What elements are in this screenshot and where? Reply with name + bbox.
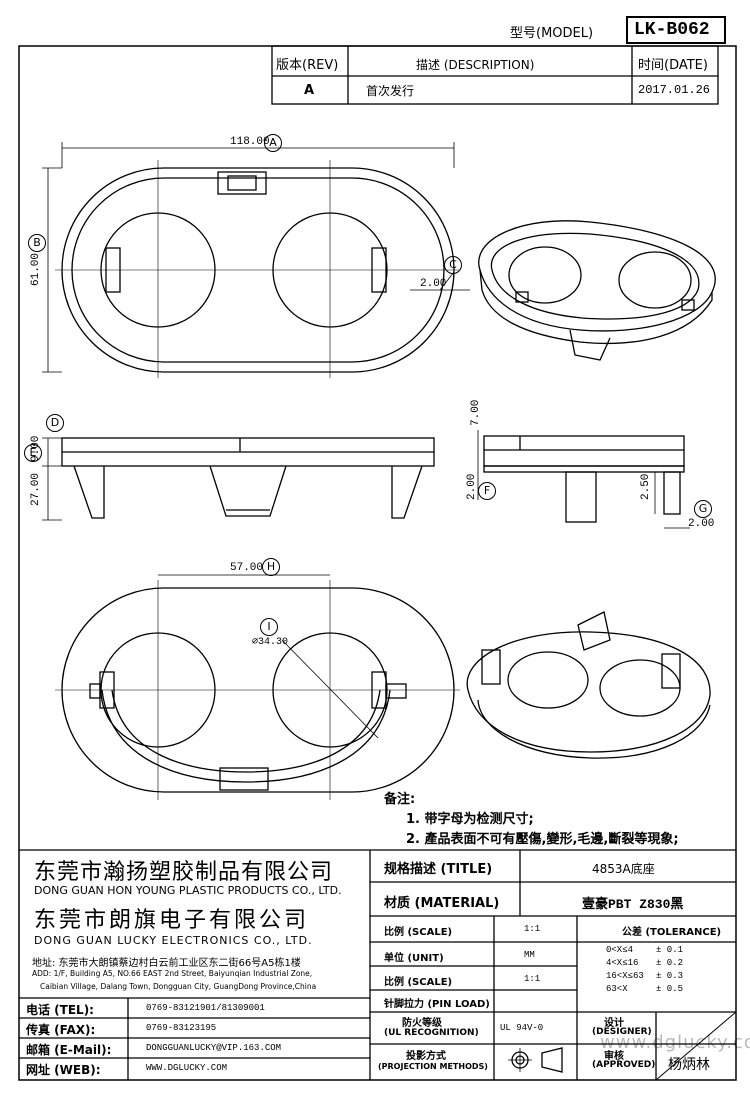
marker-d: D bbox=[46, 414, 64, 432]
tol-range-1: 0<X≤4 bbox=[606, 945, 634, 955]
marker-a: A bbox=[264, 134, 282, 152]
notes-line-2: 2. 產品表面不可有壓傷,變形,毛邊,斷裂等現象; bbox=[406, 832, 679, 847]
model-label: 型号(MODEL) bbox=[510, 26, 594, 41]
tol-value-2: ± 0.2 bbox=[656, 958, 684, 968]
tolerance-label: 公差 (TOLERANCE) bbox=[622, 927, 722, 938]
notes-title: 备注: bbox=[384, 792, 416, 807]
watermark: www.dglucky.com bbox=[600, 1032, 750, 1053]
date-value: 2017.01.26 bbox=[638, 83, 711, 97]
fire-label-en: (UL RECOGNITION) bbox=[384, 1028, 479, 1038]
marker-f: F bbox=[478, 482, 496, 500]
fire-label-cn: 防火等级 bbox=[402, 1018, 442, 1029]
marker-e: E bbox=[24, 444, 42, 462]
dim-h-value: 57.00 bbox=[230, 562, 264, 574]
projection-label-en: (PROJECTION METHODS) bbox=[378, 1062, 488, 1071]
dim-k-value: 2.50 bbox=[640, 473, 652, 500]
marker-c: C bbox=[444, 256, 462, 274]
isometric-view-1 bbox=[478, 220, 716, 361]
title-value: 4853A底座 bbox=[592, 862, 655, 876]
dim-g-value: 2.00 bbox=[688, 518, 715, 530]
dim-i-value: ⌀34.30 bbox=[252, 637, 289, 648]
rev-value: A bbox=[304, 83, 315, 98]
projection-label-cn: 投影方式 bbox=[406, 1051, 446, 1062]
dim-e-value: 27.00 bbox=[30, 472, 42, 506]
company-address-cn: 地址: 东莞市大朗镇蔡边村白云前工业区东二街66号A5栋1楼 bbox=[32, 958, 301, 969]
tel-value: 0769-83121901/81309001 bbox=[146, 1003, 265, 1013]
tol-range-3: 16<X≤63 bbox=[606, 971, 644, 981]
model-value: LK-B062 bbox=[634, 20, 710, 40]
approved-value: 杨炳林 bbox=[668, 1057, 710, 1073]
marker-i: I bbox=[260, 618, 278, 636]
pin-load-label: 针脚拉力 (PIN LOAD) bbox=[384, 999, 490, 1010]
tol-value-3: ± 0.3 bbox=[656, 971, 684, 981]
dim-a-value: 118.00 bbox=[230, 136, 270, 148]
rev-label: 版本(REV) bbox=[276, 58, 339, 73]
scale-value: 1:1 bbox=[524, 924, 541, 934]
title-label: 规格描述 (TITLE) bbox=[384, 862, 493, 877]
fax-label: 传真 (FAX): bbox=[26, 1023, 96, 1037]
company-name-cn-2: 东莞市朗旗电子有限公司 bbox=[34, 907, 310, 932]
company-address-en-1: ADD: 1/F, Building A5, NO.66 EAST 2nd St… bbox=[32, 969, 313, 978]
scale-label: 比例 (SCALE) bbox=[384, 927, 453, 938]
notes-line-1: 1. 带字母为检测尺寸; bbox=[406, 812, 534, 827]
material-label: 材质 (MATERIAL) bbox=[384, 896, 500, 911]
marker-h: H bbox=[262, 558, 280, 576]
designer-label-en: (DESIGNER) bbox=[592, 1027, 652, 1037]
projection-symbol-icon bbox=[508, 1048, 568, 1072]
approved-label-en: (APPROVED) bbox=[592, 1060, 656, 1070]
dim-j-value: 7.00 bbox=[470, 399, 482, 426]
email-value[interactable]: DONGGUANLUCKY@VIP.163.COM bbox=[146, 1043, 282, 1053]
isometric-view-2 bbox=[466, 611, 711, 759]
side-view bbox=[477, 430, 690, 529]
fire-value: UL 94V-0 bbox=[500, 1023, 544, 1033]
date-label: 时间(DATE) bbox=[638, 58, 708, 73]
material-value: 壹豪PBT Z830黑 bbox=[582, 897, 684, 912]
scale2-value: 1:1 bbox=[524, 974, 541, 984]
email-label: 邮箱 (E-Mail): bbox=[26, 1043, 112, 1057]
unit-value: MM bbox=[524, 950, 535, 960]
company-name-en-2: DONG GUAN LUCKY ELECTRONICS CO., LTD. bbox=[34, 934, 313, 947]
marker-g: G bbox=[694, 500, 712, 518]
bottom-view bbox=[55, 574, 460, 800]
tol-range-2: 4<X≤16 bbox=[606, 958, 639, 968]
designer-label-cn: 设计 bbox=[604, 1018, 624, 1029]
desc-label: 描述 (DESCRIPTION) bbox=[416, 58, 535, 72]
company-name-cn-1: 东莞市瀚扬塑胶制品有限公司 bbox=[34, 859, 334, 884]
title-block-lines bbox=[19, 849, 737, 1081]
marker-b: B bbox=[28, 234, 46, 252]
desc-value: 首次发行 bbox=[366, 84, 415, 98]
front-view bbox=[42, 437, 435, 521]
scale2-label: 比例 (SCALE) bbox=[384, 977, 453, 988]
fax-value: 0769-83123195 bbox=[146, 1023, 217, 1033]
dim-c-value: 2.00 bbox=[420, 278, 447, 290]
dim-f-value: 2.00 bbox=[466, 473, 478, 500]
dim-b-value: 61.00 bbox=[30, 252, 42, 286]
tol-value-4: ± 0.5 bbox=[656, 984, 684, 994]
web-value[interactable]: WWW.DGLUCKY.COM bbox=[146, 1063, 228, 1073]
revision-table-lines bbox=[271, 45, 719, 105]
approved-label-cn: 审核 bbox=[604, 1051, 624, 1062]
company-address-en-2: Caibian Village, Dalang Town, Dongguan C… bbox=[40, 982, 317, 991]
tol-value-1: ± 0.1 bbox=[656, 945, 684, 955]
model-value-box: LK-B062 bbox=[626, 16, 726, 44]
company-name-en-1: DONG GUAN HON YOUNG PLASTIC PRODUCTS CO.… bbox=[34, 884, 342, 897]
tel-label: 电话 (TEL): bbox=[26, 1003, 94, 1017]
top-view bbox=[42, 142, 470, 378]
web-label: 网址 (WEB): bbox=[26, 1063, 101, 1077]
tol-range-4: 63<X bbox=[606, 984, 628, 994]
unit-label: 单位 (UNIT) bbox=[384, 953, 444, 964]
